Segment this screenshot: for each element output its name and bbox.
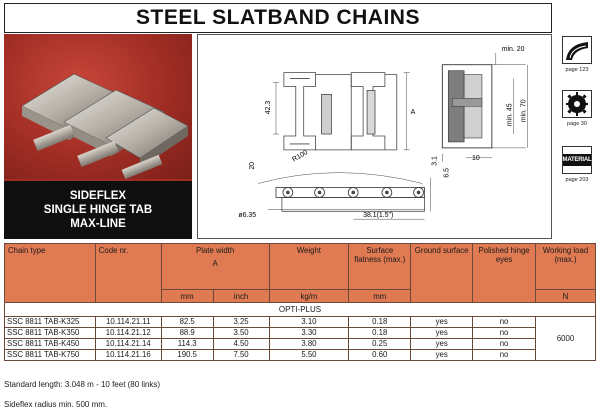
cell-mm: 190.5	[160, 349, 214, 361]
col-working-load: Working load (max.)	[535, 243, 596, 290]
col-plate-width: Plate width A	[160, 243, 270, 290]
dim-a-label: A	[411, 109, 416, 116]
chain-top-view	[283, 72, 398, 151]
unit-kg-m: kg/m	[268, 289, 350, 303]
dim-42-3-label: 42.3	[265, 101, 272, 115]
curve-track-glyph	[566, 42, 588, 60]
material-label: MATERIAL	[562, 157, 592, 163]
col-chain-type: Chain type	[4, 243, 96, 303]
material-page: page 203	[565, 177, 589, 183]
dim-min-20-label: min. 20	[502, 46, 525, 53]
cell-ground: yes	[410, 316, 474, 328]
cell-mm: 114.3	[160, 338, 214, 350]
plate-width-label: Plate width	[196, 246, 235, 255]
sprocket-page: page 30	[567, 121, 587, 127]
curve-track-icon[interactable]	[562, 36, 592, 64]
table-row: SSC 8811 TAB-K350 10.114.21.12 88.9 3.50…	[4, 327, 596, 339]
col-surface-flatness: Surface flatness (max.)	[348, 243, 412, 290]
dim-min-70-label: min. 70	[521, 99, 528, 122]
table-row: SSC 8811 TAB-K450 10.114.21.14 114.3 4.5…	[4, 338, 596, 350]
cell-polished: no	[472, 338, 537, 350]
specifications-table: Chain type Code nr. Plate width A Weight…	[4, 243, 596, 361]
cell-chain-type: SSC 8811 TAB-K325	[4, 316, 96, 328]
caption-line-2: SINGLE HINGE TAB	[43, 204, 153, 216]
cell-weight: 3.30	[268, 327, 350, 339]
group-opti-plus: OPTI-PLUS	[4, 302, 596, 317]
cell-ground: yes	[410, 338, 474, 350]
curve-track-page: page 123	[565, 67, 589, 73]
table-row: SSC 8811 TAB-K750 10.114.21.16 190.5 7.5…	[4, 349, 596, 361]
pitch-label: 38.1(1.5")	[363, 212, 393, 219]
cell-code: 10.114.21.12	[94, 327, 162, 339]
cell-weight: 3.80	[268, 338, 350, 350]
cell-chain-type: SSC 8811 TAB-K450	[4, 338, 96, 350]
dim-3-1-label: 3.1	[431, 156, 438, 166]
dim-20-label: 20	[249, 162, 256, 170]
cell-code: 10.114.21.14	[94, 338, 162, 350]
technical-drawing: 42.3 A min. 20 min. 45 min. 70 10	[238, 46, 528, 220]
cell-weight: 3.10	[268, 316, 350, 328]
cell-ground: yes	[410, 349, 474, 361]
col-code-nr: Code nr.	[94, 243, 162, 303]
chain-side-view	[441, 52, 528, 162]
unit-n: N	[535, 289, 596, 303]
cell-chain-type: SSC 8811 TAB-K350	[4, 327, 96, 339]
dim-10-label: 10	[472, 155, 480, 162]
cell-weight: 5.50	[268, 349, 350, 361]
table-header-row: Chain type Code nr. Plate width A Weight…	[4, 243, 596, 303]
chain-front-view	[258, 172, 431, 220]
cell-polished: no	[472, 349, 537, 361]
sprocket-glyph	[566, 92, 588, 116]
col-polished-hinge-eyes: Polished hinge eyes	[472, 243, 537, 303]
cell-inch: 4.50	[212, 338, 270, 350]
table-row: SSC 8811 TAB-K325 10.114.21.11 82.5 3.25…	[4, 316, 596, 361]
unit-inch: inch	[212, 289, 270, 303]
caption-line-1: SIDEFLEX	[69, 190, 127, 202]
dim-min-45-label: min. 45	[507, 103, 514, 126]
cell-inch: 3.50	[212, 327, 270, 339]
col-weight: Weight	[268, 243, 350, 290]
dim-r100-label: R100	[291, 149, 309, 163]
cell-flatness: 0.60	[348, 349, 412, 361]
photo-caption: SIDEFLEX SINGLE HINGE TAB MAX-LINE	[4, 181, 192, 239]
cell-flatness: 0.25	[348, 338, 412, 350]
caption-line-3: MAX-LINE	[70, 218, 126, 230]
cell-flatness: 0.18	[348, 327, 412, 339]
cell-chain-type: SSC 8811 TAB-K750	[4, 349, 96, 361]
material-icon[interactable]: MATERIAL	[562, 146, 592, 174]
sprocket-icon[interactable]	[562, 90, 592, 118]
cell-ground: yes	[410, 327, 474, 339]
unit-mm: mm	[160, 289, 214, 303]
note-standard-length: Standard length: 3.048 m - 10 feet (80 l…	[4, 380, 161, 389]
table-group-row: OPTI-PLUS	[4, 302, 596, 317]
cell-flatness: 0.18	[348, 316, 412, 328]
cell-inch: 7.50	[212, 349, 270, 361]
product-photo-panel: SIDEFLEX SINGLE HINGE TAB MAX-LINE	[4, 34, 192, 239]
cell-code: 10.114.21.11	[94, 316, 162, 328]
cell-polished: no	[472, 327, 537, 339]
cell-mm: 82.5	[160, 316, 214, 328]
cell-code: 10.114.21.16	[94, 349, 162, 361]
material-label-box: MATERIAL	[562, 154, 592, 166]
chain-photo-image	[21, 73, 189, 179]
cell-mm: 88.9	[160, 327, 214, 339]
page-title: STEEL SLATBAND CHAINS	[136, 6, 420, 29]
dim-6-5-label: 6.5	[443, 168, 450, 178]
table-units-row: mm inch kg/m mm N	[5, 289, 596, 303]
title-bar: STEEL SLATBAND CHAINS	[4, 3, 552, 33]
cell-inch: 3.25	[212, 316, 270, 328]
note-sideflex-radius: Sideflex radius min. 500 mm.	[4, 400, 108, 409]
cell-polished: no	[472, 316, 537, 328]
cell-working-load: 6000	[535, 316, 596, 361]
dim-6-35-label: ø6.35	[238, 212, 256, 219]
technical-drawing-panel: 42.3 A min. 20 min. 45 min. 70 10	[197, 34, 552, 239]
col-ground-surface: Ground surface	[410, 243, 474, 303]
unit-flatness-mm: mm	[348, 289, 412, 303]
plate-width-sub: A	[212, 259, 218, 268]
